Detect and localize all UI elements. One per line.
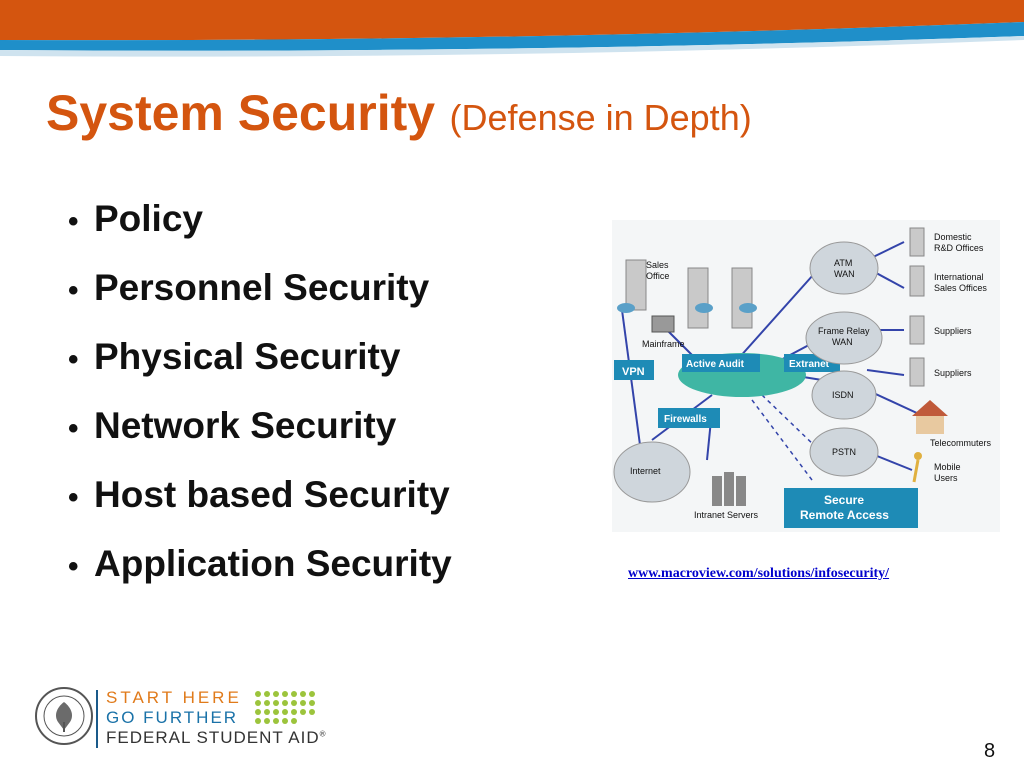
bullet-dot-icon: • <box>68 274 79 307</box>
secure-remote-access-label: Secure Remote Access <box>800 493 889 522</box>
atm-wan-label: ATM WAN <box>834 258 855 279</box>
bullet-dot-icon: • <box>68 481 79 514</box>
department-seal-icon <box>35 687 93 745</box>
title-subtitle: (Defense in Depth) <box>449 97 752 138</box>
secure-remote-access-box <box>784 488 918 528</box>
bullet-text: Physical Security <box>94 336 401 377</box>
mainframe-icon <box>651 315 675 333</box>
slide-title: System Security (Defense in Depth) <box>46 84 752 142</box>
internet-label: Internet <box>630 466 661 476</box>
isdn-cloud-icon <box>811 370 877 420</box>
bullet-dot-icon: • <box>68 412 79 445</box>
title-main: System Security <box>46 85 436 141</box>
domestic-rd-label: Domestic R&D Offices <box>934 232 984 253</box>
house-icon <box>912 400 948 434</box>
bullet-dot-icon: • <box>68 550 79 583</box>
page-number: 8 <box>984 740 996 762</box>
firewalls-box <box>658 408 720 428</box>
intranet-server-icon <box>712 472 746 506</box>
bullet-item: • Personnel Security <box>68 263 452 332</box>
bullet-list: • Policy • Personnel Security • Physical Se… <box>68 194 452 608</box>
sales-office-label: Sales Office <box>646 260 671 281</box>
pstn-label: PSTN <box>832 447 856 457</box>
top-banner-band <box>0 0 1024 60</box>
internet-cloud-icon <box>613 441 691 503</box>
isdn-label: ISDN <box>832 390 854 400</box>
brand-divider <box>96 690 98 748</box>
bullet-text: Personnel Security <box>94 267 430 308</box>
brand-tagline-further: GO FURTHER <box>106 708 239 727</box>
banner-light-stripe <box>0 36 1024 57</box>
frame-relay-cloud-icon <box>805 311 883 365</box>
sales-office-building-icon <box>625 259 753 329</box>
banner-blue-stripe <box>0 22 1024 51</box>
bullet-text: Policy <box>94 198 203 239</box>
extranet-label: Extranet <box>789 359 830 370</box>
international-sales-label: International Sales Offices <box>934 272 987 293</box>
bullet-item: • Policy <box>68 194 452 263</box>
network-diagram: Sales Office Mainframe VPN Active Audit … <box>612 220 1000 532</box>
bullet-text: Network Security <box>94 405 397 446</box>
brand-dot-grid-icon <box>255 691 315 724</box>
firewalls-label: Firewalls <box>664 414 707 425</box>
intranet-servers-label: Intranet Servers <box>694 510 759 520</box>
diagram-dashed-links <box>751 394 818 481</box>
frame-relay-label: Frame Relay WAN <box>818 326 872 347</box>
bullet-text: Host based Security <box>94 474 450 515</box>
telecommuters-label: Telecommuters <box>930 438 992 448</box>
banner-orange-stripe <box>0 0 1024 41</box>
bullet-dot-icon: • <box>68 343 79 376</box>
suppliers-label: Suppliers <box>934 368 972 378</box>
atm-wan-cloud-icon <box>809 241 879 295</box>
fsa-brand-logo: START HERE GO FURTHER FEDERAL STUDENT AI… <box>96 686 356 750</box>
mobile-user-icon <box>912 452 922 483</box>
mobile-users-label: Mobile Users <box>934 462 963 483</box>
active-audit-label: Active Audit <box>686 359 745 370</box>
bullet-dot-icon: • <box>68 205 79 238</box>
suppliers-label: Suppliers <box>934 326 972 336</box>
brand-tagline-start: START HERE <box>106 688 242 707</box>
bullet-item: • Host based Security <box>68 470 452 539</box>
brand-name: FEDERAL STUDENT AID® <box>106 728 327 747</box>
bullet-item: • Application Security <box>68 539 452 608</box>
router-icon <box>617 303 757 313</box>
pstn-cloud-icon <box>809 427 879 477</box>
source-link[interactable]: www.macroview.com/solutions/infosecurity… <box>628 566 890 581</box>
bullet-item: • Network Security <box>68 401 452 470</box>
destination-building-icon <box>909 227 925 387</box>
vpn-label: VPN <box>622 366 645 378</box>
vpn-box <box>614 360 654 380</box>
mainframe-label: Mainframe <box>642 339 685 349</box>
bullet-item: • Physical Security <box>68 332 452 401</box>
bullet-text: Application Security <box>94 543 452 584</box>
active-audit-box <box>682 354 760 372</box>
